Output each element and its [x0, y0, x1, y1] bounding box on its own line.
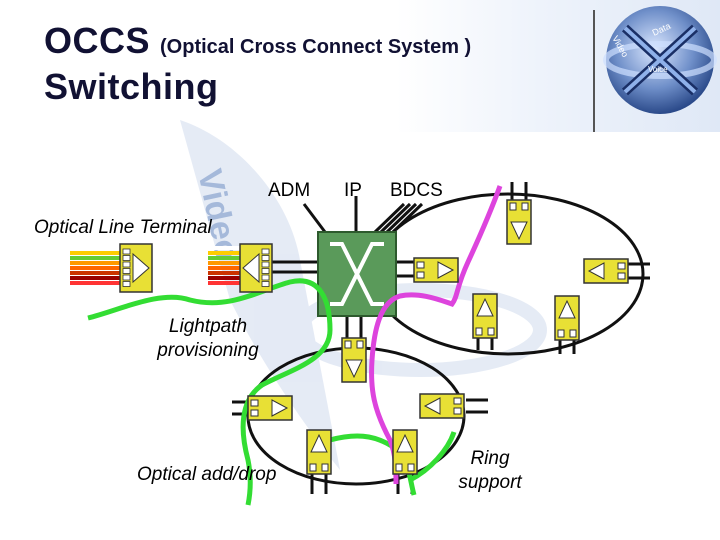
- label-bdcs: BDCS: [390, 180, 443, 201]
- label-adm: ADM: [268, 180, 310, 201]
- fiber-bundle-left: [70, 246, 122, 285]
- watermark-ring: [293, 283, 547, 377]
- node-lower-right: [419, 393, 465, 419]
- node-lower-left: [247, 395, 293, 421]
- node-upper-top: [506, 199, 532, 245]
- label-lightpath-line2: provisioning: [156, 340, 259, 361]
- optical-switch: [317, 231, 397, 317]
- optical-line-terminal-1: [119, 243, 153, 293]
- globe-logo: Video Data Voice: [603, 6, 717, 114]
- node-stubs: [232, 182, 650, 494]
- green-lightpath-1: [87, 278, 333, 506]
- label-ip: IP: [344, 180, 362, 201]
- node-lower-bottom-2: [392, 429, 418, 475]
- bdcs-links: [373, 202, 424, 234]
- title-subtitle: (Optical Cross Connect System ): [160, 36, 472, 58]
- logo-text-voice: Voice: [648, 65, 668, 74]
- globe-logo-ring: [603, 41, 717, 79]
- header-background: [0, 0, 720, 132]
- label-optical-line-terminal: Optical Line Terminal: [34, 217, 213, 238]
- label-ring-line2: support: [458, 472, 522, 493]
- magenta-lightpath: [369, 185, 503, 485]
- node-upper-right: [583, 258, 629, 284]
- node-lower-bottom-1: [306, 429, 332, 475]
- fiber-bundle-right: [208, 246, 244, 285]
- adm-link: [302, 203, 327, 233]
- watermark-arc: [180, 120, 340, 470]
- label-optical-add-drop: Optical add/drop: [137, 464, 276, 485]
- label-ring-line1: Ring: [470, 448, 510, 469]
- network-nodes: [119, 199, 629, 475]
- header-divider: [593, 10, 595, 132]
- watermark: [180, 120, 547, 470]
- node-upper-left: [413, 257, 459, 283]
- node-lower-top: [341, 337, 367, 383]
- title-line2: Switching: [44, 66, 219, 107]
- label-lightpath-line1: Lightpath: [169, 316, 247, 337]
- node-upper-bottom-1: [472, 293, 498, 339]
- switch-cross-path-2: [330, 242, 384, 306]
- title-main: OCCS: [44, 20, 151, 61]
- page-title: OCCS (Optical Cross Connect System ): [44, 20, 471, 62]
- globe-logo-x-highlight: [623, 26, 697, 94]
- node-upper-bottom-2: [554, 295, 580, 341]
- green-lightpath-3: [408, 431, 457, 483]
- optical-line-terminal-2: [239, 243, 273, 293]
